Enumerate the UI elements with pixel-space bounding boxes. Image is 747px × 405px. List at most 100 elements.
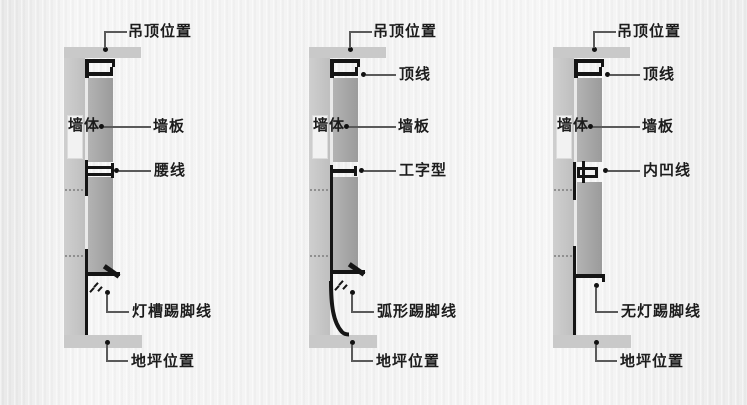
top-profile [85, 59, 89, 78]
leader-line [106, 360, 128, 362]
wall-panel-lower [333, 177, 358, 270]
top-line-label: 顶线 [399, 66, 432, 83]
top-profile [330, 59, 334, 78]
ceiling-strip [64, 47, 141, 58]
wall-body-label: 墙体 [556, 115, 588, 159]
diagram-light-trough-skirting: 墙体 吊顶位置 墙板 腰线 灯槽踢脚线 地坪 [64, 0, 279, 405]
skirting-top-bar [332, 270, 365, 274]
leader-line [593, 31, 595, 48]
leader-line [104, 126, 151, 128]
waist-profile [88, 173, 112, 176]
leader-dot [361, 72, 366, 77]
leader-line [349, 31, 351, 48]
concave-profile [577, 167, 598, 178]
leader-dot [592, 47, 597, 52]
leader-line [351, 295, 353, 313]
leader-dot [350, 340, 355, 345]
break-marks-icon [554, 255, 572, 257]
skirting-back-line [85, 249, 88, 335]
waist-profile [111, 163, 114, 178]
floor-position-label: 地坪位置 [131, 353, 196, 370]
floor-position-label: 地坪位置 [620, 353, 685, 370]
floor-strip [309, 335, 377, 348]
ceiling-strip [309, 47, 386, 58]
leader-dot [350, 290, 355, 295]
leader-line [351, 360, 373, 362]
concave-profile [582, 161, 585, 183]
top-profile [574, 59, 578, 78]
top-profile [88, 72, 113, 76]
leader-dot [588, 124, 593, 129]
break-marks-icon [554, 189, 572, 191]
leader-dot [99, 124, 104, 129]
leader-line [351, 311, 374, 313]
diagram-arc-skirting: 墙体 吊顶位置 顶线 墙板 工字型 弧形 [309, 0, 524, 405]
wall-panel-upper [333, 78, 358, 162]
leader-dot [103, 47, 108, 52]
leader-line [351, 345, 353, 362]
arc-skirting-curve [329, 280, 350, 337]
skirting-top-bar [602, 278, 605, 282]
skirting-top-bar [87, 272, 120, 276]
break-marks-icon [65, 255, 83, 257]
leader-line [119, 170, 151, 172]
top-profile [577, 72, 602, 76]
leader-dot [348, 47, 353, 52]
leader-line [610, 74, 640, 76]
top-profile [333, 59, 360, 63]
break-marks-icon [65, 189, 83, 191]
leader-dot [105, 290, 110, 295]
wall-panel-lower [88, 177, 113, 272]
floor-strip [553, 335, 631, 348]
light-ray-icon [97, 286, 103, 292]
leader-line [350, 31, 372, 33]
skirting-back-line [573, 246, 576, 335]
i-profile [354, 166, 357, 176]
wall-panel-upper [577, 78, 602, 162]
leader-line [364, 170, 396, 172]
waist-profile [85, 160, 88, 196]
leader-line [106, 311, 129, 313]
top-profile [355, 67, 358, 72]
wall-panel-label: 墙板 [642, 118, 675, 135]
top-profile [357, 63, 360, 67]
skirting-label: 弧形踢脚线 [377, 303, 458, 320]
top-profile [110, 67, 113, 72]
ceiling-position-label: 吊顶位置 [617, 23, 682, 40]
ceiling-strip [553, 47, 630, 58]
top-line-label: 顶线 [643, 66, 676, 83]
top-profile [112, 63, 115, 67]
leader-dot [105, 340, 110, 345]
leader-line [366, 74, 396, 76]
leader-line [106, 345, 108, 362]
floor-strip [64, 335, 142, 348]
top-profile [333, 72, 358, 76]
top-profile [577, 59, 604, 63]
i-shape-label: 工字型 [399, 162, 448, 179]
leader-line [593, 126, 640, 128]
top-profile [601, 63, 604, 67]
wall-panel-label: 墙板 [153, 118, 186, 135]
leader-dot [603, 168, 608, 173]
leader-line [595, 345, 597, 362]
leader-dot [359, 168, 364, 173]
top-profile [88, 59, 115, 63]
leader-line [104, 31, 106, 48]
wall-body-label: 墙体 [312, 115, 344, 159]
waist-profile [88, 166, 112, 169]
leader-line [105, 31, 127, 33]
concave-line-label: 内凹线 [643, 162, 692, 179]
leader-dot [344, 124, 349, 129]
leader-line [106, 295, 108, 313]
i-profile [333, 169, 355, 173]
top-profile [599, 67, 602, 72]
wall-panel-lower [577, 182, 602, 274]
leader-line [349, 126, 396, 128]
wall-body-label: 墙体 [67, 115, 99, 159]
i-profile [330, 165, 333, 283]
leader-line [608, 170, 640, 172]
ceiling-position-label: 吊顶位置 [128, 23, 193, 40]
break-marks-icon [310, 189, 328, 191]
skirting-label: 灯槽踢脚线 [132, 303, 213, 320]
